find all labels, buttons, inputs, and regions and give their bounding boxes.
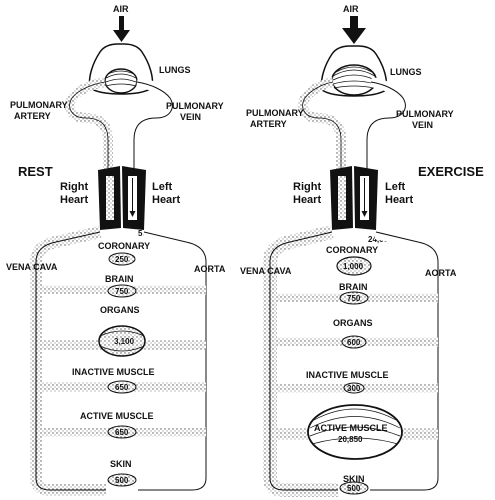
state-label: REST bbox=[18, 164, 53, 179]
vena-cava bbox=[269, 231, 338, 491]
skin-value: 500 bbox=[115, 476, 129, 485]
coronary-value: 250 bbox=[115, 255, 129, 264]
left-heart-label-1: Left bbox=[385, 181, 406, 193]
air-arrow-head bbox=[113, 30, 130, 42]
pulmonary-vein-label-1: PULMONARY bbox=[166, 101, 224, 111]
brain-value: 750 bbox=[115, 287, 129, 296]
pulmonary-artery-label-2: ARTERY bbox=[14, 111, 51, 121]
organs-label: ORGANS bbox=[333, 318, 373, 328]
state-label: EXERCISE bbox=[418, 164, 484, 179]
organs-value: 3,100 bbox=[114, 337, 135, 346]
skin-label: SKIN bbox=[110, 459, 132, 469]
coronary-value: 1,000 bbox=[343, 262, 364, 271]
skin-value: 500 bbox=[347, 484, 361, 493]
active-muscle-value: 20,850 bbox=[338, 435, 363, 444]
inactive-muscle-label: INACTIVE MUSCLE bbox=[72, 367, 155, 377]
vena-cava-label: VENA CAVA bbox=[240, 266, 292, 276]
coronary-label: CORONARY bbox=[98, 241, 150, 251]
air-arrow-shaft bbox=[119, 16, 124, 32]
pulmonary-artery-label-1: PULMONARY bbox=[10, 100, 68, 110]
air-arrow-shaft bbox=[350, 16, 358, 30]
lungs-label: LUNGS bbox=[159, 65, 191, 75]
pulmonary-artery-label-2: ARTERY bbox=[250, 119, 287, 129]
exercise-panel: AIR LUNGS PULMONARY ARTERY PULMONARY VEI… bbox=[240, 4, 484, 497]
brain-value: 750 bbox=[347, 294, 361, 303]
left-heart-label-2: Heart bbox=[385, 194, 413, 206]
pulmonary-vein-label-2: VEIN bbox=[412, 120, 433, 130]
aorta bbox=[370, 231, 439, 491]
right-heart-label-1: Right bbox=[293, 181, 321, 193]
inactive-muscle-label: INACTIVE MUSCLE bbox=[306, 370, 389, 380]
organs-value: 600 bbox=[347, 338, 361, 347]
pulmonary-vein bbox=[366, 81, 406, 172]
inactive-muscle-value: 650 bbox=[115, 383, 129, 392]
aorta-label: AORTA bbox=[194, 264, 226, 274]
skin-label: SKIN bbox=[343, 474, 365, 484]
pulmonary-artery-label-1: PULMONARY bbox=[246, 108, 304, 118]
rest-panel: AIR LUNGS PULMONARY ARTERY PULMONARY VEI… bbox=[6, 4, 226, 496]
heart bbox=[330, 166, 378, 230]
air-arrow-head bbox=[342, 28, 366, 44]
lung-capillary-bed bbox=[331, 64, 377, 96]
pulmonary-artery bbox=[64, 77, 113, 172]
right-heart-label-1: Right bbox=[60, 181, 88, 193]
right-heart-label-2: Heart bbox=[293, 194, 321, 206]
pulmonary-artery bbox=[302, 81, 342, 172]
air-label: AIR bbox=[343, 4, 359, 14]
vena-cava-label: VENA CAVA bbox=[6, 262, 58, 272]
heart bbox=[98, 166, 146, 230]
active-muscle-label: ACTIVE MUSCLE bbox=[314, 423, 388, 433]
coronary-label: CORONARY bbox=[326, 245, 378, 255]
aorta-label: AORTA bbox=[425, 268, 457, 278]
left-heart-label-1: Left bbox=[152, 181, 173, 193]
pulmonary-vein bbox=[129, 77, 178, 172]
lungs-label: LUNGS bbox=[390, 67, 422, 77]
inactive-muscle-value: 300 bbox=[347, 384, 361, 393]
pulmonary-vein-label-2: VEIN bbox=[180, 112, 201, 122]
brain-label: BRAIN bbox=[105, 274, 134, 284]
organs-label: ORGANS bbox=[100, 305, 140, 315]
brain-label: BRAIN bbox=[339, 282, 368, 292]
left-heart-label-2: Heart bbox=[152, 194, 180, 206]
active-muscle-value: 650 bbox=[115, 428, 129, 437]
right-heart-label-2: Heart bbox=[60, 194, 88, 206]
pulmonary-vein-label-1: PULMONARY bbox=[396, 109, 454, 119]
active-muscle-label: ACTIVE MUSCLE bbox=[80, 411, 154, 421]
air-label: AIR bbox=[113, 4, 129, 14]
active-muscle-bed bbox=[307, 404, 403, 460]
